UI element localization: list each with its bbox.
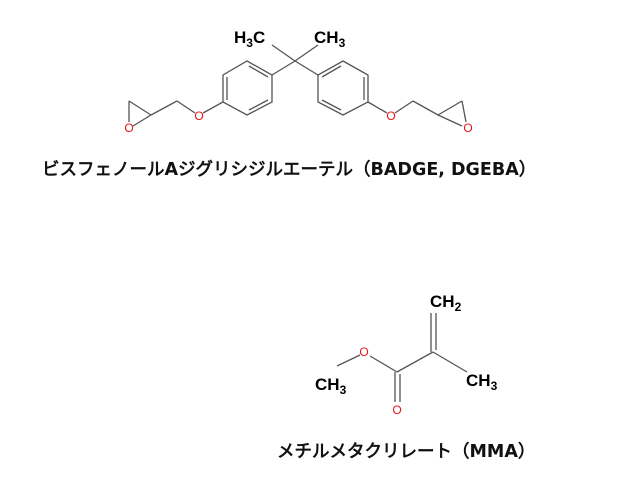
oxygen-label: O bbox=[194, 109, 203, 123]
methyl-left-label: H3C bbox=[234, 28, 265, 50]
badge-structure: H3C CH3 O O O O bbox=[124, 28, 472, 135]
methyl-right-label: CH3 bbox=[314, 28, 346, 50]
mma-caption: メチルメタクリレート（MMA） bbox=[277, 442, 536, 462]
oxygen-label: O bbox=[463, 121, 472, 135]
mma-structure: CH2 O O CH3 CH3 bbox=[315, 292, 498, 417]
methylene-label: CH2 bbox=[430, 292, 462, 314]
oxygen-label: O bbox=[392, 403, 401, 417]
methyl-ester-label: CH3 bbox=[315, 375, 347, 397]
methyl-right-label: CH3 bbox=[466, 371, 498, 393]
badge-caption: ビスフェノールAジグリシジルエーテル（BADGE, DGEBA） bbox=[42, 160, 537, 180]
oxygen-label: O bbox=[386, 109, 395, 123]
oxygen-label: O bbox=[124, 121, 133, 135]
oxygen-label: O bbox=[359, 345, 368, 359]
